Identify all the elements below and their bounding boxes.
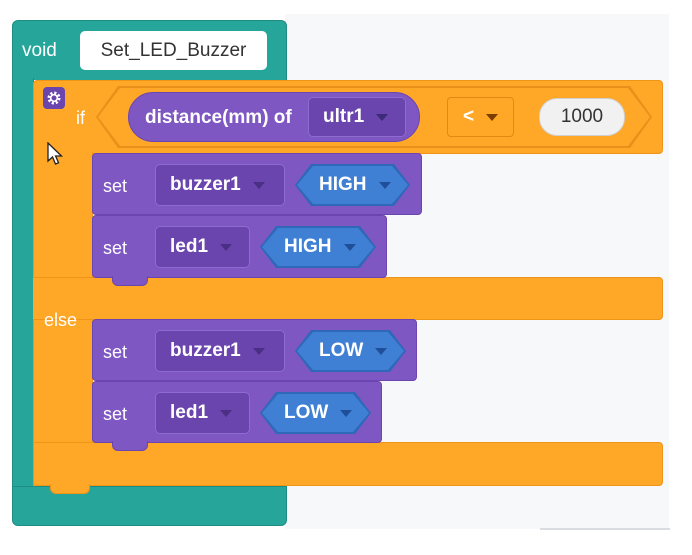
device-value: led1: [170, 236, 209, 257]
operator-dropdown[interactable]: <: [447, 97, 514, 137]
state-dropdown[interactable]: LOW: [262, 394, 369, 432]
set-keyword: set: [103, 238, 128, 258]
state-dropdown[interactable]: HIGH: [262, 228, 374, 266]
sensor-device-dropdown[interactable]: ultr1: [308, 97, 406, 137]
state-dropdown[interactable]: LOW: [297, 332, 404, 370]
device-dropdown[interactable]: led1: [155, 226, 250, 268]
caret-down-icon: [344, 244, 356, 251]
set-keyword: set: [103, 176, 128, 196]
if-block-bottom-tab: [50, 484, 90, 494]
device-value: buzzer1: [170, 174, 241, 195]
device-dropdown[interactable]: buzzer1: [155, 164, 285, 206]
set-keyword: set: [103, 404, 128, 424]
if-label: if: [76, 108, 85, 128]
caret-down-icon: [486, 113, 499, 121]
function-keyword: void: [22, 40, 57, 61]
state-value: HIGH: [284, 236, 332, 257]
set-keyword: set: [103, 342, 128, 362]
caret-down-icon: [379, 182, 391, 189]
caret-down-icon: [220, 409, 233, 417]
state-value: LOW: [284, 402, 329, 423]
caret-down-icon: [376, 113, 389, 121]
caret-down-icon: [340, 410, 352, 417]
caret-down-icon: [252, 181, 265, 189]
distance-value-input[interactable]: 1000: [539, 98, 625, 136]
mouse-pointer-icon: [47, 142, 64, 165]
caret-down-icon: [252, 347, 265, 355]
device-dropdown[interactable]: buzzer1: [155, 330, 285, 372]
device-value: buzzer1: [170, 340, 241, 361]
statement-notch: [112, 276, 148, 286]
state-dropdown[interactable]: HIGH: [297, 166, 408, 204]
function-block-footer: [12, 486, 287, 526]
state-value: LOW: [319, 340, 364, 361]
caret-down-icon: [220, 243, 233, 251]
statement-notch: [112, 441, 148, 451]
caret-down-icon: [375, 348, 387, 355]
device-dropdown[interactable]: led1: [155, 392, 250, 434]
sensor-device-value: ultr1: [323, 106, 365, 127]
operator-value: <: [462, 106, 475, 127]
gear-icon-glyph: [47, 91, 61, 105]
distance-sensor-label: distance(mm) of: [145, 107, 292, 128]
function-name-field[interactable]: Set_LED_Buzzer: [80, 31, 267, 70]
function-block-body: [12, 78, 34, 488]
else-label: else: [44, 310, 78, 330]
gear-icon[interactable]: [43, 87, 65, 109]
state-value: HIGH: [319, 174, 367, 195]
device-value: led1: [170, 402, 209, 423]
workspace-scrollbar[interactable]: [540, 528, 670, 530]
